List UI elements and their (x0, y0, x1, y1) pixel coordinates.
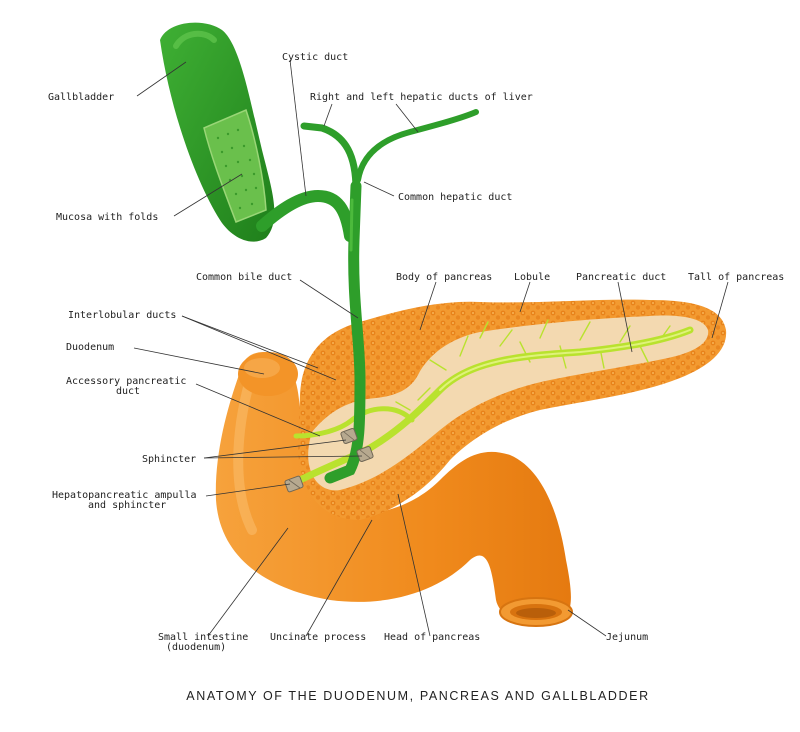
label-ampulla-line1: Hepatopancreatic ampulla (52, 490, 197, 501)
label-mucosa: Mucosa with folds (56, 212, 158, 223)
label-accessory-duct-line1: Accessory pancreatic (66, 376, 186, 387)
sphincter (340, 428, 374, 462)
label-duodenum: Duodenum (66, 342, 114, 353)
label-accessory-duct-line2: duct (116, 386, 140, 397)
label-body-of-pancreas: Body of pancreas (396, 272, 492, 283)
label-sphincter: Sphincter (142, 454, 196, 465)
label-common-hepatic-duct: Common hepatic duct (398, 192, 512, 203)
jejunum (499, 597, 573, 627)
hepatic-ducts (300, 109, 479, 194)
label-ampulla-line2: and sphincter (88, 500, 166, 511)
label-small-intestine-line1: Small intestine (158, 632, 248, 643)
label-pancreatic-duct: Pancreatic duct (576, 272, 666, 283)
duodenum-intestine (215, 352, 571, 624)
label-cystic-duct: Cystic duct (282, 52, 348, 63)
label-jejunum: Jejunum (606, 632, 648, 643)
label-gallbladder: Gallbladder (48, 92, 114, 103)
label-lobule: Lobule (514, 272, 550, 283)
label-head-of-pancreas: Head of pancreas (384, 632, 480, 643)
leader-lines (133, 59, 729, 637)
diagram-caption: ANATOMY OF THE DUODENUM, PANCREAS AND GA… (186, 689, 649, 703)
labels: Gallbladder Cystic duct Right and left h… (48, 52, 784, 653)
mucosa-with-folds (203, 108, 267, 223)
label-uncinate-process: Uncinate process (270, 632, 366, 643)
pancreas (298, 299, 727, 520)
label-hepatic-ducts: Right and left hepatic ducts of liver (310, 92, 533, 103)
label-common-bile-duct: Common bile duct (196, 272, 292, 283)
hepatopancreatic-ampulla (284, 475, 304, 493)
interlobular-ducts (395, 319, 671, 411)
label-small-intestine-line2: (duodenum) (166, 642, 226, 653)
common-bile-duct (324, 180, 366, 484)
label-tail-of-pancreas: Tall of pancreas (688, 272, 784, 283)
cystic-duct (256, 189, 356, 242)
label-interlobular-ducts: Interlobular ducts (68, 310, 176, 321)
